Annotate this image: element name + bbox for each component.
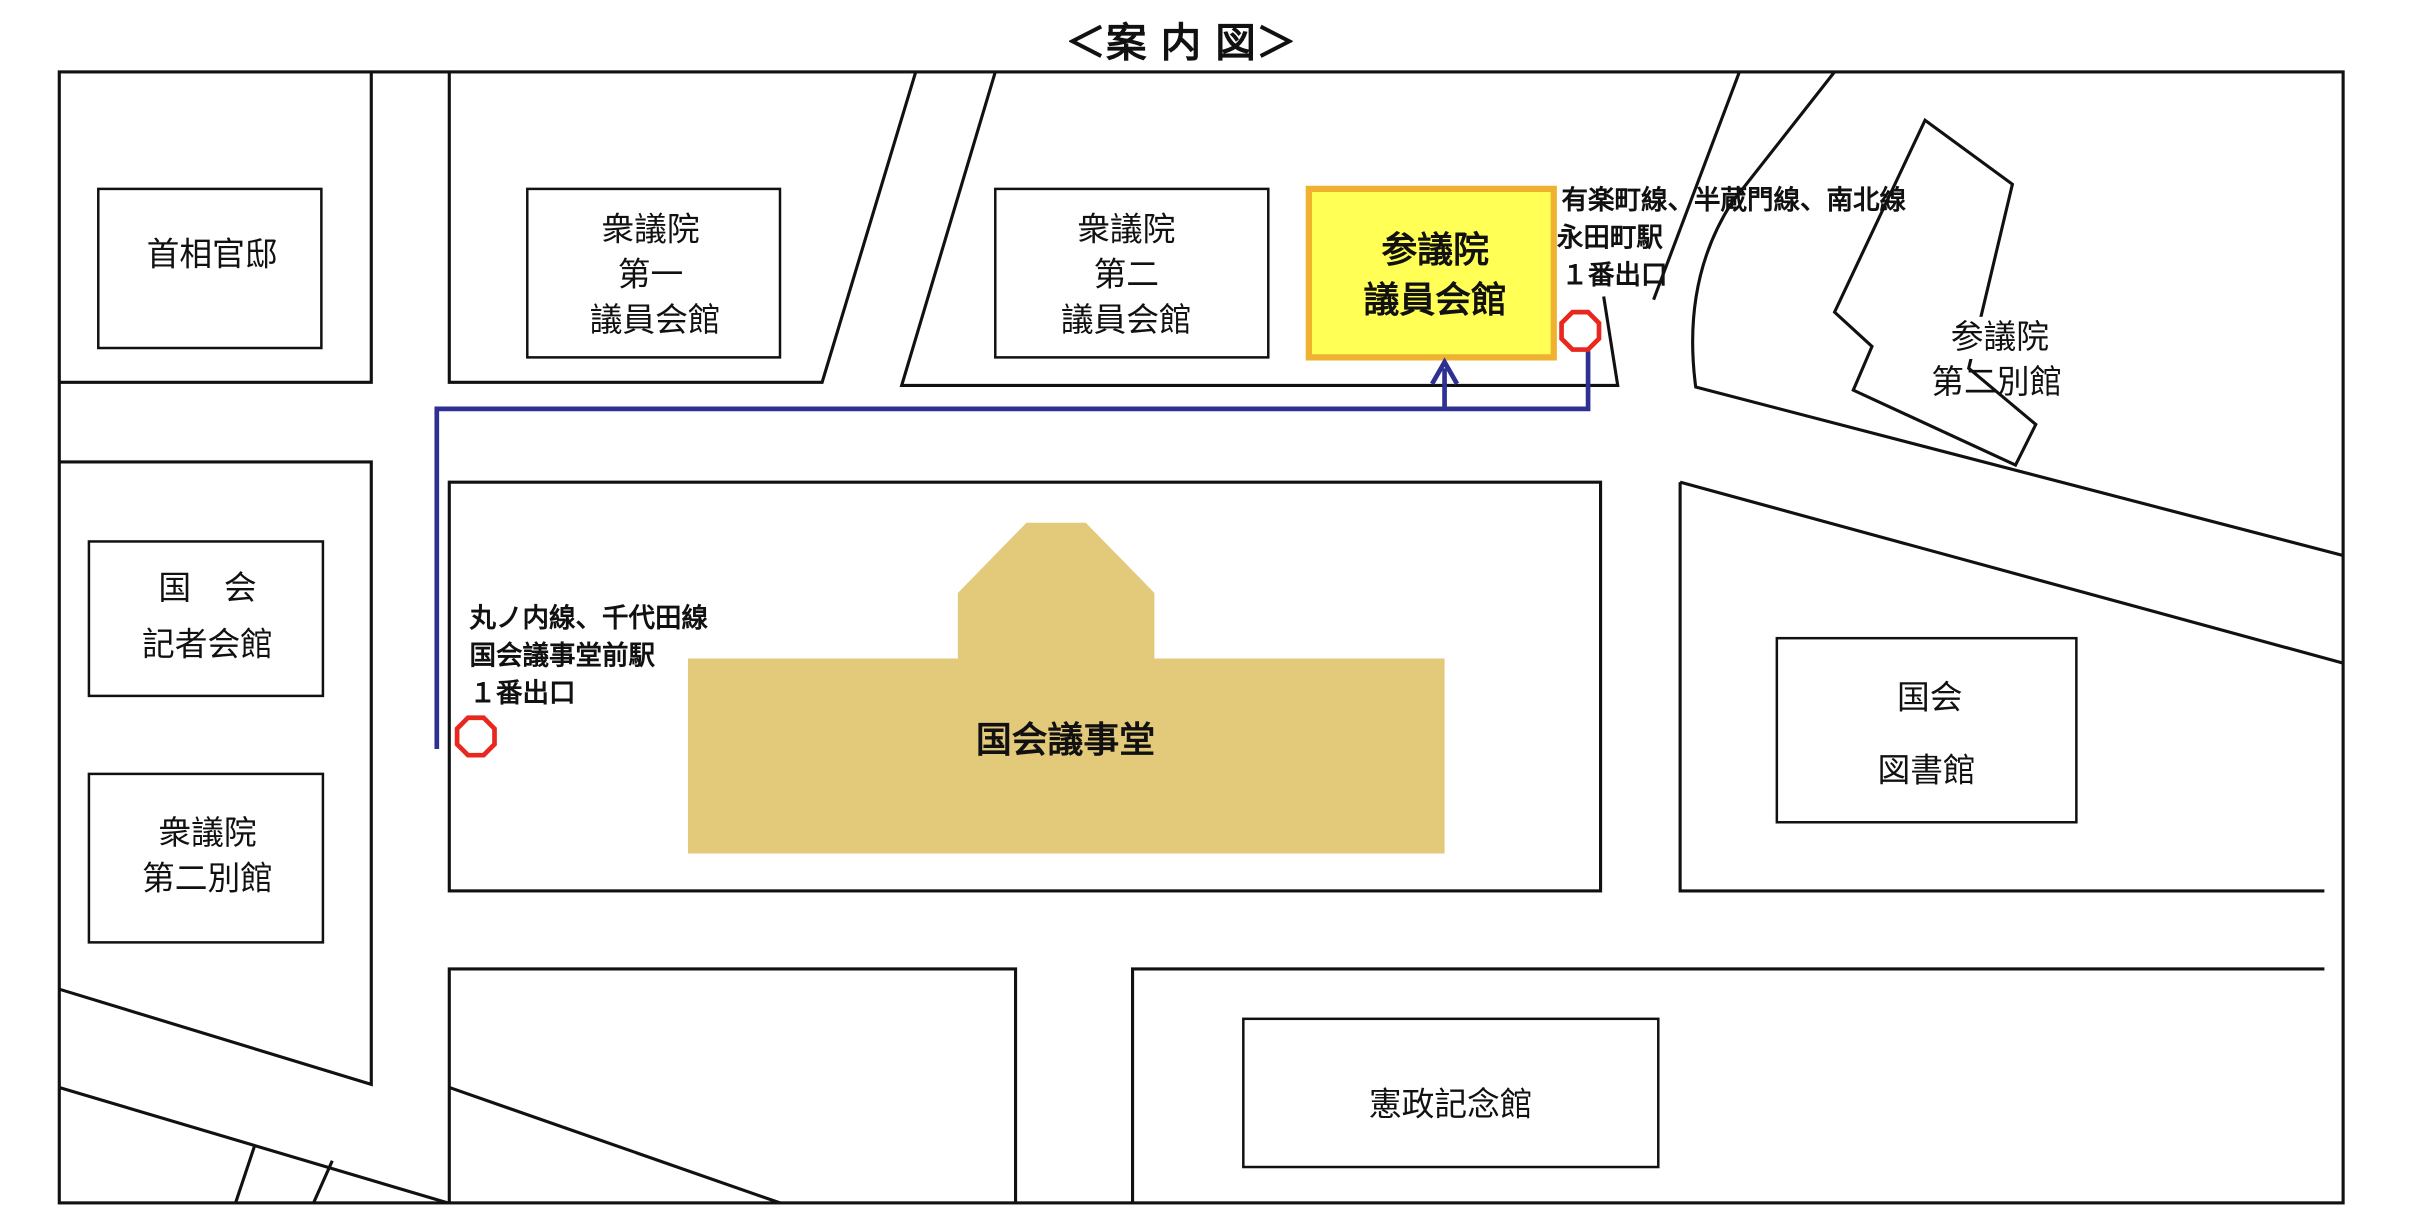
route-arrow-icon [1430,357,1460,386]
svg-text:図書館: 図書館 [1877,752,1975,790]
building-hc-second-annex: 参議院 第二別館 [1931,316,2062,401]
svg-text:首相官邸: 首相官邸 [147,235,278,273]
building-kensei-memorial: 憲政記念館 [1242,1017,1660,1169]
station-label-kokkai-gijidomae: 丸ノ内線、千代田線 国会議事堂前駅 １番出口 [469,603,709,709]
building-pm-residence: 首相官邸 [97,187,323,350]
svg-text:国会: 国会 [1897,678,1963,716]
exit-marker-nagatacho-icon [1559,309,1602,352]
svg-text:憲政記念館: 憲政記念館 [1369,1086,1533,1124]
svg-text:記者会館: 記者会館 [142,625,273,663]
building-hr-second-annex: 衆議院 第二別館 [87,772,325,944]
svg-text:議員会館: 議員会館 [1061,301,1192,339]
map-title: ＜案 内 図＞ [1065,18,1296,66]
svg-text:１番出口: １番出口 [470,678,576,709]
building-press-hall: 国 会 記者会館 [87,540,325,698]
building-national-diet: 国会議事堂 [687,522,1445,854]
svg-text:１番出口: １番出口 [1562,260,1668,291]
svg-text:永田町駅: 永田町駅 [1557,223,1664,254]
svg-text:衆議院: 衆議院 [1077,210,1175,248]
building-hr-second-members-office: 衆議院 第二 議員会館 [994,187,1270,359]
svg-text:国会議事堂: 国会議事堂 [976,720,1155,761]
map-frame [57,70,2345,1205]
building-hr-first-members-office: 衆議院 第一 議員会館 [526,187,782,359]
svg-text:第二別館: 第二別館 [142,859,273,897]
svg-text:衆議院: 衆議院 [158,814,256,852]
walking-route [434,351,1591,749]
svg-text:丸ノ内線、千代田線: 丸ノ内線、千代田線 [469,603,709,634]
svg-text:参議院: 参議院 [1381,230,1489,271]
svg-text:第一: 第一 [618,256,684,294]
svg-text:国 会: 国 会 [158,569,256,607]
svg-text:第二: 第二 [1094,256,1160,294]
svg-text:国会議事堂前駅: 国会議事堂前駅 [470,641,656,672]
building-diet-library: 国会 図書館 [1775,636,2078,824]
building-hc-members-office-highlighted: 参議院 議員会館 [1305,185,1557,361]
svg-text:参議院: 参議院 [1951,318,2049,356]
svg-text:議員会館: 議員会館 [1363,279,1506,321]
svg-text:有楽町線、半蔵門線、南北線: 有楽町線、半蔵門線、南北線 [1562,185,1907,216]
svg-text:第二別館: 第二別館 [1931,363,2062,401]
streets [58,70,2344,1205]
station-label-nagatacho: 有楽町線、半蔵門線、南北線 永田町駅 １番出口 [1557,185,1907,291]
svg-text:議員会館: 議員会館 [590,301,721,339]
svg-text:衆議院: 衆議院 [601,210,699,248]
exit-marker-kokkai-icon [454,715,497,758]
